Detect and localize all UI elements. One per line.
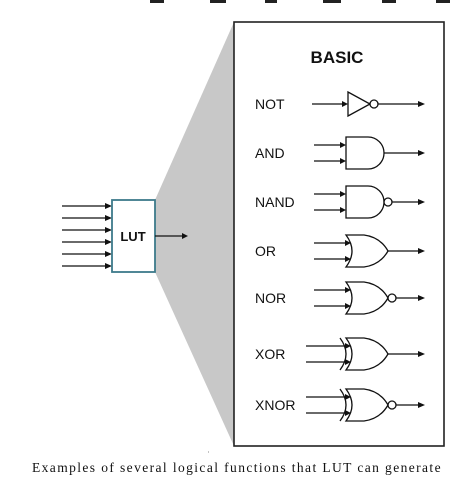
lut-diagram: BASIC LUT NOT AND NAND OR NOR XOR XNOR [62,0,450,453]
gate-list: NOT AND NAND OR NOR XOR XNOR [255,90,425,422]
gate-label: NAND [255,194,295,210]
xnor-gate-icon [306,388,425,422]
gate-label: AND [255,145,285,161]
and-gate-icon [314,136,425,170]
gate-row-xnor: XNOR [255,388,425,422]
lut-input-wire [62,227,112,233]
nand-gate-icon [314,185,425,219]
lut-label: LUT [120,229,145,244]
gate-row-or: OR [255,234,425,268]
nor-gate-icon [314,281,425,315]
gate-label: OR [255,243,276,259]
not-gate-icon [312,90,425,118]
gate-label: NOR [255,290,286,306]
lut-input-wire [62,239,112,245]
expansion-wedge [155,22,234,446]
lut-input-wire [62,251,112,257]
lut-block [111,199,156,273]
gate-row-nor: NOR [255,281,425,315]
gate-row-nand: NAND [255,185,425,219]
gate-row-not: NOT [255,90,425,118]
gate-row-and: AND [255,136,425,170]
lut-input-wire [62,203,112,209]
top-cut-text [150,0,450,3]
gate-label: NOT [255,96,285,112]
panel-title: BASIC [311,48,364,67]
xor-gate-icon [306,337,425,371]
figure-caption: Examples of several logical functions th… [32,460,442,475]
gate-label: XNOR [255,397,295,413]
lut-input-wire [62,263,112,269]
lut-input-wire [62,215,112,221]
lut-output-arrow [155,233,188,239]
gate-row-xor: XOR [255,337,425,371]
or-gate-icon [314,234,425,268]
gate-label: XOR [255,346,285,362]
basic-functions-panel [233,21,445,447]
lut-input-wires [62,203,112,269]
